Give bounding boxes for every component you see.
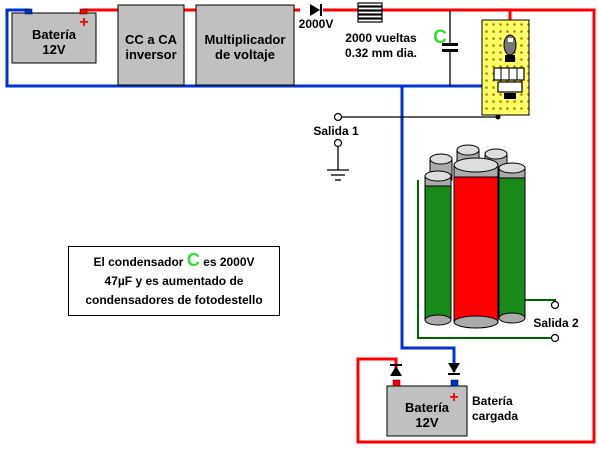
multiplier-line2: de voltaje bbox=[215, 47, 275, 62]
charged-battery-label-line1: Batería bbox=[472, 394, 513, 408]
note-line1-a: El condensador bbox=[93, 255, 184, 269]
note-line2: 47µF y es aumentado de bbox=[104, 274, 244, 288]
battery-top-voltage: 12V bbox=[42, 42, 65, 57]
diode-2000v: 2000V bbox=[299, 4, 334, 31]
diode-right-icon bbox=[448, 363, 460, 375]
capacitor-symbol bbox=[442, 43, 458, 52]
coil-turns: 2000 vueltas bbox=[345, 31, 417, 45]
capacitor-label: C bbox=[433, 27, 447, 48]
inverter-line1: CC a CA bbox=[125, 32, 178, 47]
flash-capacitors bbox=[424, 144, 526, 329]
output1-label: Salida 1 bbox=[313, 124, 359, 138]
black-wires bbox=[327, 10, 498, 181]
battery-bottom-voltage: 12V bbox=[415, 415, 438, 430]
battery-top-plus-sign: + bbox=[79, 14, 88, 31]
inverter-line2: inversor bbox=[125, 47, 176, 62]
battery-bottom: + Batería 12V bbox=[386, 379, 468, 437]
capacitor-note: El condensador C es 2000V 47µF y es aume… bbox=[68, 246, 280, 316]
battery-bottom-label: Batería bbox=[405, 400, 450, 415]
inverter-box: CC a CA inversor bbox=[117, 4, 185, 86]
battery-bottom-plus-sign: + bbox=[449, 389, 458, 406]
output1-terminal-bottom bbox=[333, 138, 343, 148]
output2-terminal-bottom bbox=[550, 333, 560, 343]
charged-battery-label-line2: cargada bbox=[472, 409, 518, 423]
pcb-board bbox=[481, 19, 530, 116]
note-line1-b: es 2000V bbox=[203, 255, 255, 269]
note-line1: El condensador C es 2000V bbox=[77, 251, 271, 272]
diode-label: 2000V bbox=[299, 17, 334, 31]
coil-wire-diameter: 0.32 mm dia. bbox=[345, 46, 417, 60]
note-capacitor-letter: C bbox=[186, 250, 200, 270]
coil-icon bbox=[355, 2, 385, 23]
output1-terminal-top bbox=[333, 112, 343, 122]
multiplier-box: Multiplicador de voltaje bbox=[195, 4, 295, 86]
note-line3: condensadores de fotodestello bbox=[85, 293, 263, 307]
battery-top: + Batería 12V bbox=[11, 8, 97, 64]
output2-label: Salida 2 bbox=[533, 316, 579, 330]
battery-top-label: Batería bbox=[32, 27, 77, 42]
multiplier-line1: Multiplicador bbox=[205, 32, 286, 47]
junction-dot bbox=[495, 114, 501, 120]
diode-left-icon bbox=[390, 364, 402, 376]
output2-terminal-top bbox=[550, 300, 560, 310]
